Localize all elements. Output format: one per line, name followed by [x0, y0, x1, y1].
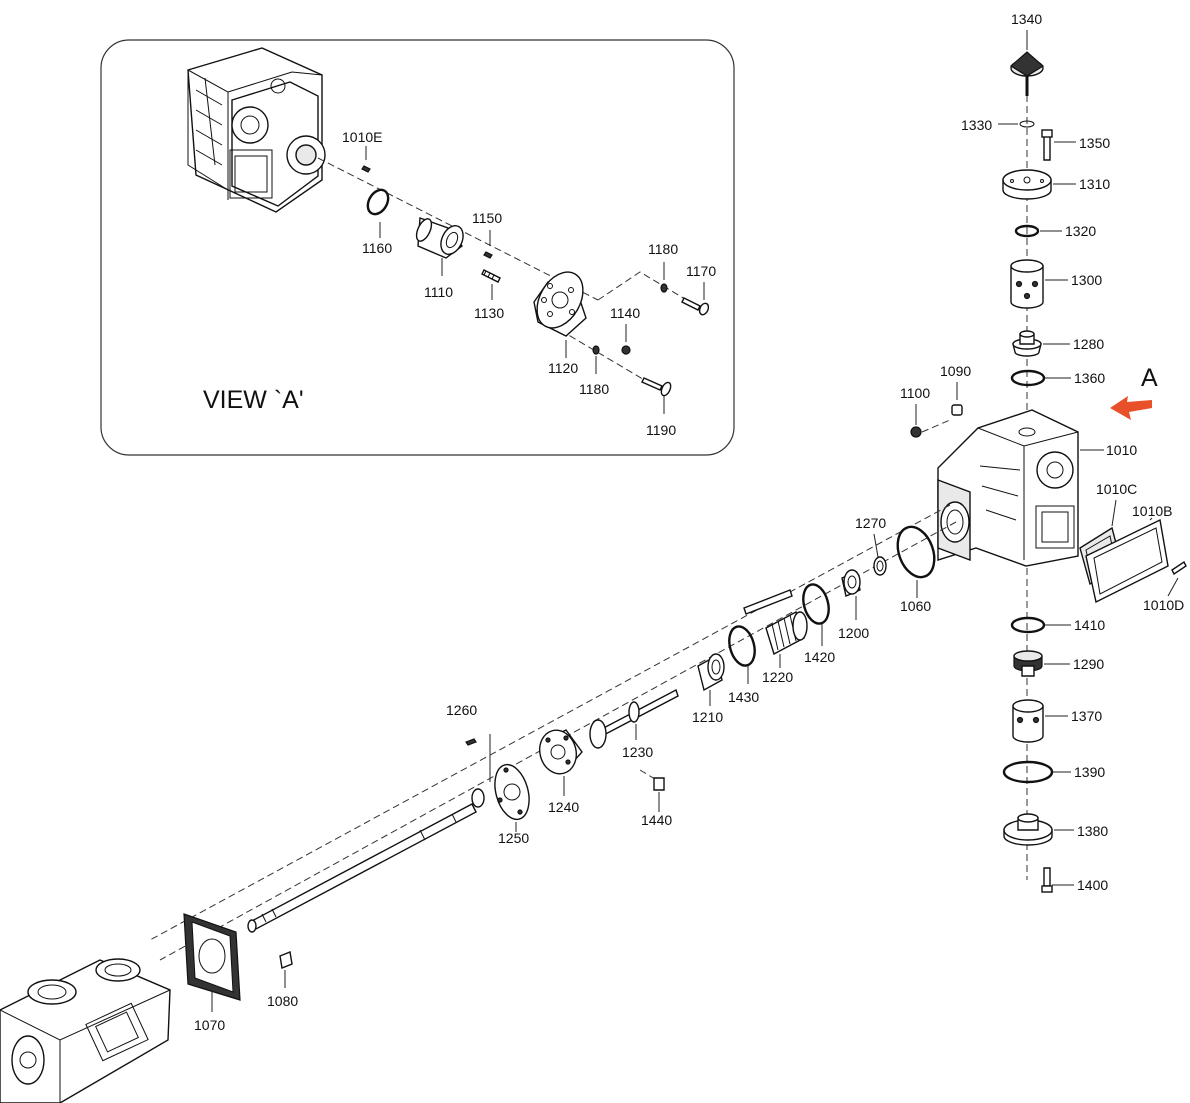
- label-1430: 1430: [728, 689, 759, 705]
- part-1300: [1010, 259, 1044, 309]
- inset-frame: [100, 39, 735, 456]
- label-1340: 1340: [1011, 11, 1042, 27]
- label-1190: 1190: [646, 422, 676, 438]
- label-1390: 1390: [1074, 764, 1105, 780]
- label-1200: 1200: [838, 625, 869, 641]
- label-1170: 1170: [686, 263, 716, 279]
- view-a-title: VIEW `A': [203, 386, 304, 414]
- label-1010B: 1010B: [1132, 503, 1172, 519]
- label-1310: 1310: [1079, 176, 1110, 192]
- label-1440: 1440: [641, 812, 672, 828]
- label-1120: 1120: [548, 360, 578, 376]
- label-1080: 1080: [267, 993, 298, 1009]
- label-1150: 1150: [472, 210, 502, 226]
- part-1290: [1013, 650, 1043, 677]
- part-1340: [1009, 51, 1045, 96]
- drive-shaft: [247, 803, 477, 933]
- label-1370: 1370: [1071, 708, 1102, 724]
- part-1120: [533, 271, 587, 337]
- part-1010-housing: [937, 409, 1079, 567]
- label-1360: 1360: [1074, 370, 1105, 386]
- label-1260: 1260: [446, 702, 477, 718]
- part-1070-gasket: [183, 913, 241, 1001]
- label-1330: 1330: [961, 117, 992, 133]
- label-1180-upper: 1180: [648, 241, 678, 257]
- label-1380: 1380: [1077, 823, 1108, 839]
- part-1240: [539, 729, 583, 775]
- base-housing: [0, 958, 171, 1103]
- label-1160: 1160: [362, 240, 392, 256]
- label-1010D: 1010D: [1143, 597, 1184, 613]
- label-1290: 1290: [1073, 656, 1104, 672]
- part-1230-shaft: [589, 688, 679, 749]
- label-1300: 1300: [1071, 272, 1102, 288]
- label-1100: 1100: [900, 385, 930, 401]
- label-1070: 1070: [194, 1017, 225, 1033]
- label-1320: 1320: [1065, 223, 1096, 239]
- part-1110: [415, 217, 464, 259]
- label-1400: 1400: [1077, 877, 1108, 893]
- label-1270: 1270: [855, 515, 886, 531]
- view-a-marker: A: [1141, 364, 1158, 392]
- label-1010E: 1010E: [342, 129, 382, 145]
- label-1060: 1060: [900, 598, 931, 614]
- label-1240: 1240: [548, 799, 579, 815]
- label-1010: 1010: [1106, 442, 1137, 458]
- part-1250: [494, 763, 530, 821]
- label-1010C: 1010C: [1096, 481, 1137, 497]
- label-1220: 1220: [762, 669, 793, 685]
- label-1210: 1210: [692, 709, 723, 725]
- label-1140: 1140: [610, 305, 640, 321]
- label-1280: 1280: [1073, 336, 1104, 352]
- part-1310: [1002, 169, 1052, 200]
- inset-housing: [187, 47, 326, 213]
- view-a-arrow: [1110, 396, 1152, 420]
- label-1090: 1090: [940, 363, 971, 379]
- label-1420: 1420: [804, 649, 835, 665]
- part-1380: [1003, 813, 1053, 846]
- label-1410: 1410: [1074, 617, 1105, 633]
- label-1130: 1130: [474, 305, 504, 321]
- label-1230: 1230: [622, 744, 653, 760]
- part-1370: [1012, 699, 1044, 743]
- view-a-inset: VIEW `A' 1010E 1160: [100, 39, 735, 456]
- label-1250: 1250: [498, 830, 529, 846]
- label-1350: 1350: [1079, 135, 1110, 151]
- part-1220-spring: [765, 610, 808, 656]
- part-1280: [1012, 330, 1042, 357]
- label-1180-lower: 1180: [579, 381, 609, 397]
- label-1110: 1110: [424, 284, 453, 300]
